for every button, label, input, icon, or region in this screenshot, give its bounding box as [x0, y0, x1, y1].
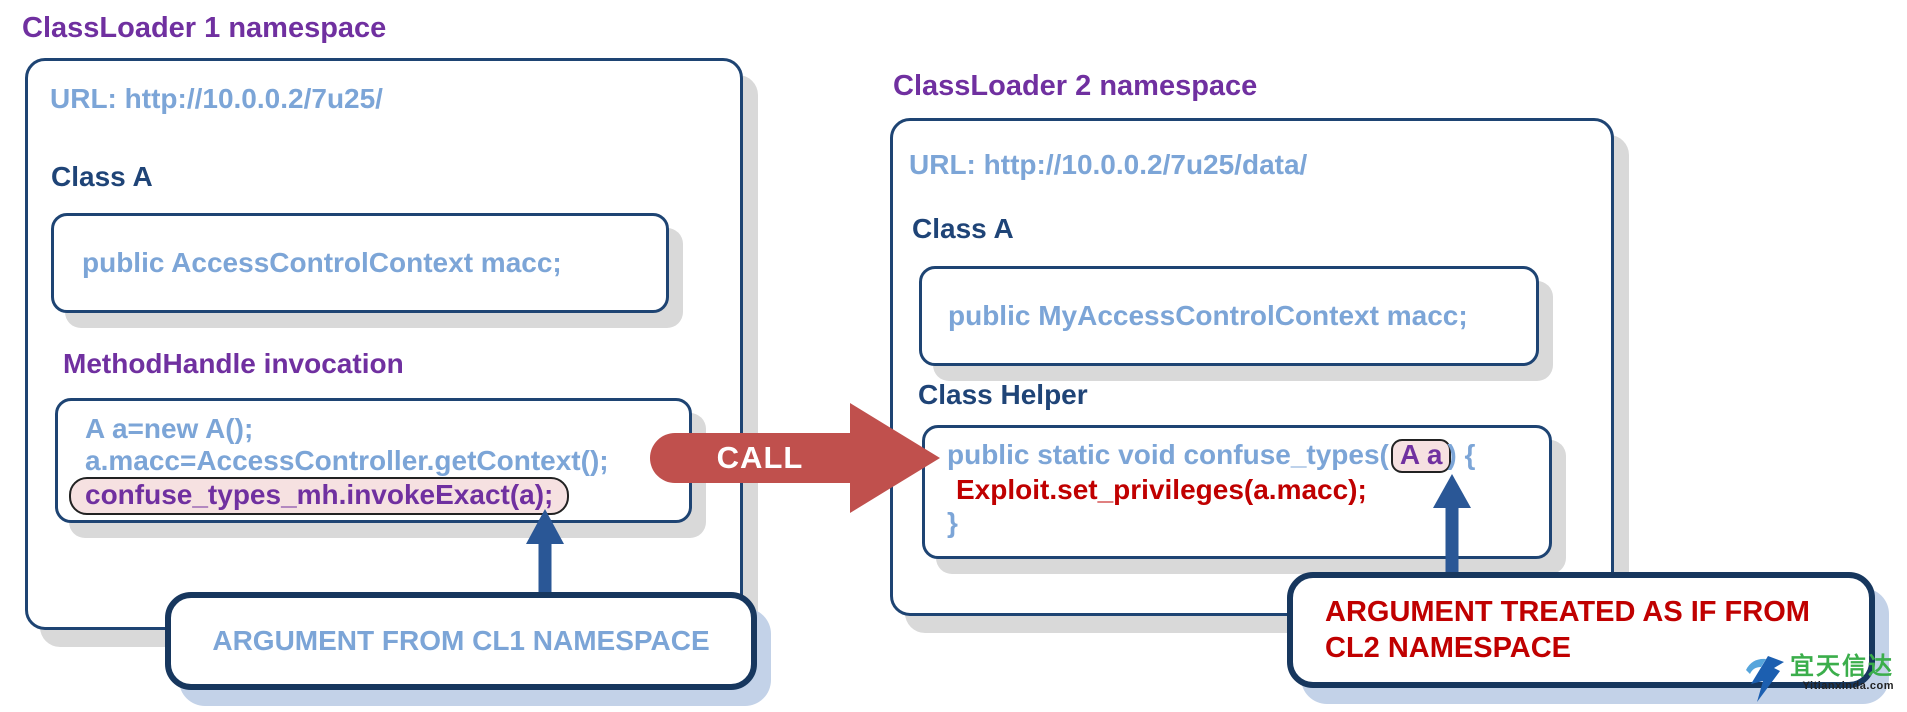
- cl1-code-line2: a.macc=AccessController.getContext();: [85, 445, 609, 476]
- cl1-class-a-heading: Class A: [51, 161, 153, 192]
- cl2-argument-callout: ARGUMENT TREATED AS IF FROM CL2 NAMESPAC…: [1287, 572, 1875, 688]
- cl2-class-helper-heading: Class Helper: [918, 379, 1088, 410]
- cl1-namespace-title: ClassLoader 1 namespace: [22, 12, 387, 44]
- cl1-argument-callout: ARGUMENT FROM CL1 NAMESPACE: [165, 592, 757, 690]
- cl1-argument-callout-text: ARGUMENT FROM CL1 NAMESPACE: [212, 625, 710, 656]
- cl1-highlighted-invocation: confuse_types_mh.invokeExact(a);: [69, 477, 570, 515]
- call-arrow-label: CALL: [716, 440, 804, 475]
- cl2-namespace-title: ClassLoader 2 namespace: [893, 70, 1258, 102]
- cl2-code-line1-post: ) {: [1447, 439, 1476, 470]
- cl1-invocation-code-box: A a=new A(); a.macc=AccessController.get…: [55, 398, 692, 523]
- watermark-logo: 宜天信达 Yitianxinda.com: [1744, 654, 1894, 704]
- call-arrow-icon: [650, 403, 940, 513]
- yitianxinda-logo-icon: [1746, 656, 1784, 702]
- cl2-argument-callout-line1: ARGUMENT TREATED AS IF FROM: [1325, 596, 1810, 628]
- cl1-url-label: URL: http://10.0.0.2/7u25/: [50, 83, 383, 114]
- cl2-exploit-line: Exploit.set_privileges(a.macc);: [956, 474, 1367, 505]
- cl2-class-a-code: public MyAccessControlContext macc;: [948, 300, 1468, 331]
- cl2-code-line1-pre: public static void confuse_types(: [947, 439, 1389, 470]
- cl2-code-line1: public static void confuse_types(A a) {: [947, 439, 1549, 473]
- cl1-class-a-box: public AccessControlContext macc;: [51, 213, 669, 313]
- cl1-code-line1: A a=new A();: [85, 413, 254, 444]
- cl1-namespace-box: URL: http://10.0.0.2/7u25/ Class A publi…: [25, 58, 743, 630]
- cl2-argument-callout-line2: CL2 NAMESPACE: [1325, 632, 1571, 664]
- cl2-highlighted-argument: A a: [1390, 439, 1452, 473]
- cl2-class-a-heading: Class A: [912, 213, 1014, 244]
- cl2-argument-arrow-icon: [1433, 474, 1471, 574]
- cl2-code-line3: }: [947, 507, 958, 538]
- cl1-argument-arrow-icon: [526, 509, 564, 595]
- logo-name-text: 宜天信达: [1790, 653, 1894, 680]
- cl1-class-a-code: public AccessControlContext macc;: [82, 247, 562, 278]
- cl1-code-line3: confuse_types_mh.invokeExact(a);: [69, 477, 689, 515]
- cl2-namespace-box: URL: http://10.0.0.2/7u25/data/ Class A …: [890, 118, 1614, 616]
- cl2-url-label: URL: http://10.0.0.2/7u25/data/: [909, 149, 1308, 180]
- cl2-helper-code-box: public static void confuse_types(A a) { …: [922, 425, 1552, 559]
- cl1-methodhandle-heading: MethodHandle invocation: [63, 348, 404, 379]
- cl2-class-a-box: public MyAccessControlContext macc;: [919, 266, 1539, 366]
- logo-domain-text: Yitianxinda.com: [1802, 680, 1894, 692]
